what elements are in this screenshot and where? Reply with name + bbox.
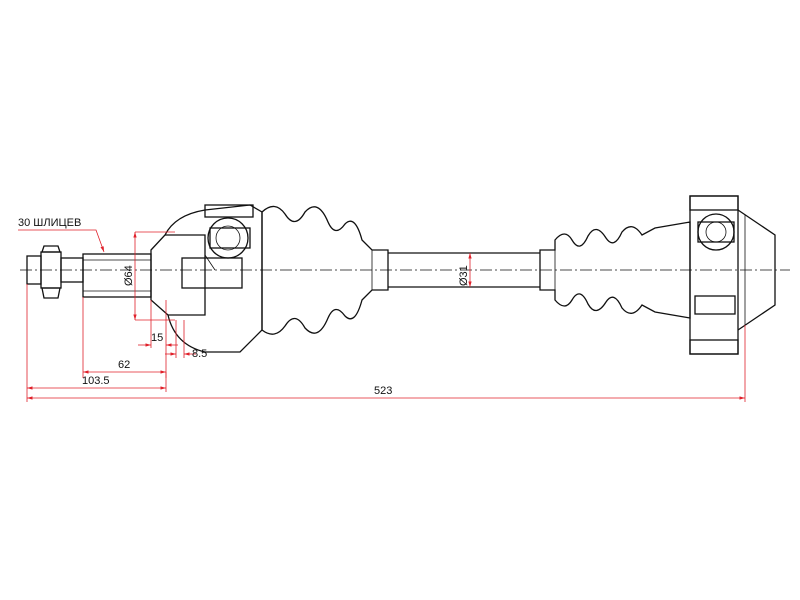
spline-note: 30 ШЛИЦЕВ	[18, 217, 81, 229]
dimension-lines	[18, 229, 746, 402]
inner-cv-joint	[150, 204, 263, 353]
spline-length-label: 103.5	[82, 375, 110, 387]
boot-offset-label: 15	[151, 332, 163, 344]
shaft-diameter-label: Ø31	[458, 265, 470, 286]
inner-boot	[261, 205, 389, 335]
outer-diameter-label: Ø64	[123, 265, 135, 286]
flange-offset-label: 8.5	[192, 348, 207, 360]
joint-length-label: 62	[118, 359, 130, 371]
shaft	[388, 252, 540, 288]
spline-stub	[26, 245, 152, 299]
total-length-label: 523	[374, 385, 392, 397]
outer-cv-joint	[689, 195, 776, 355]
